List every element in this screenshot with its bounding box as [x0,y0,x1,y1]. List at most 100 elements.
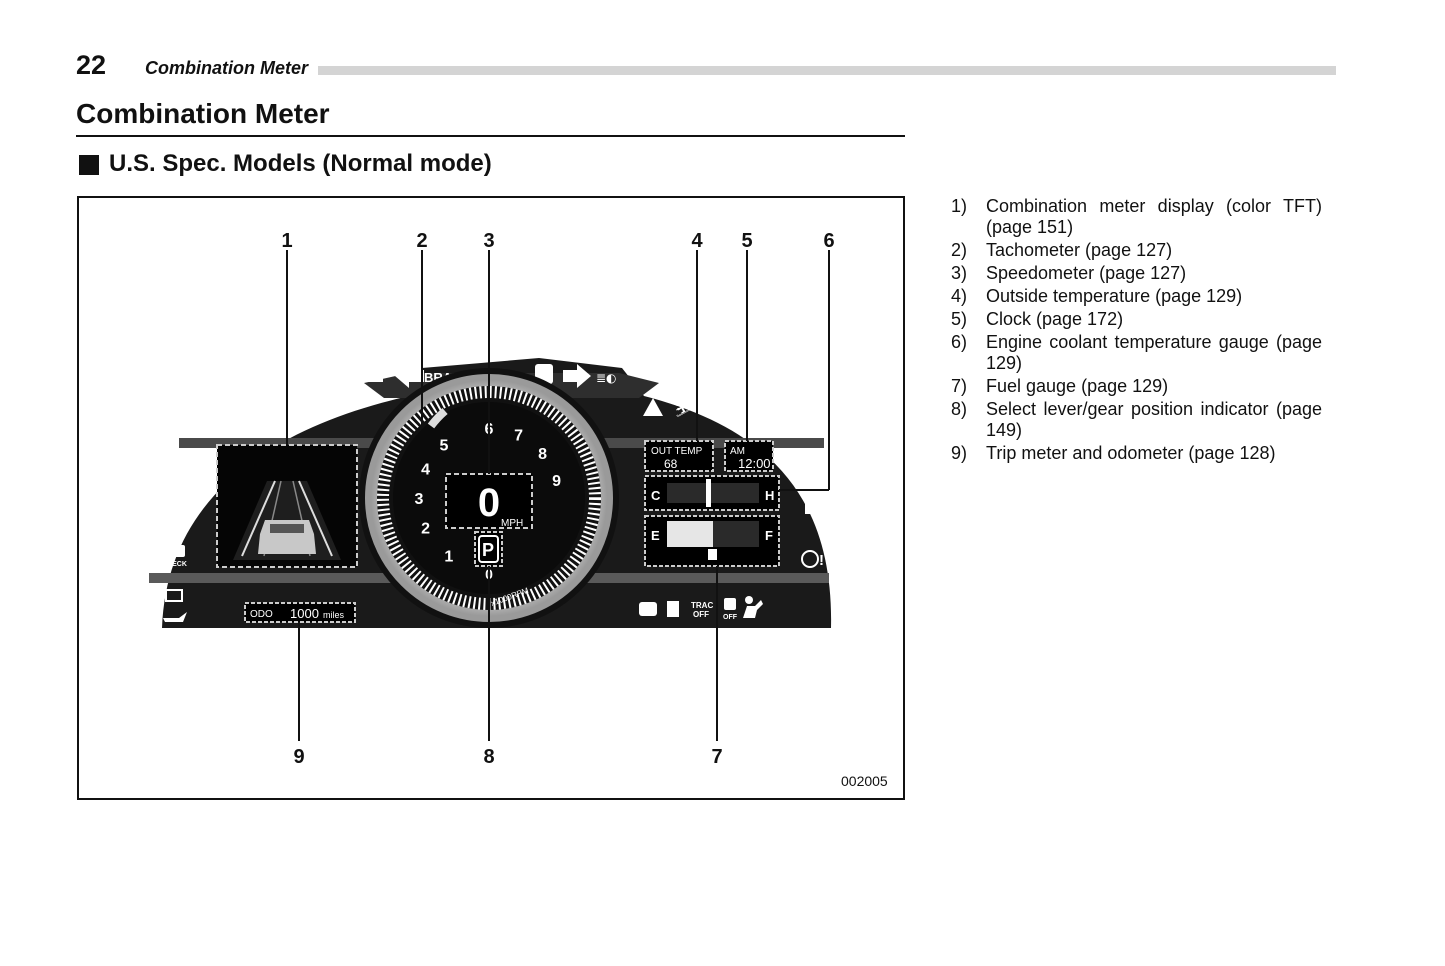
callout-legend: 1)Combination meter display (color TFT) … [951,196,1322,466]
clock-time: 12:00 [738,456,771,471]
callout-1: 1 [281,230,292,252]
clock-box [724,440,774,472]
legend-item-number: 5) [951,309,968,329]
oil-pressure-icon [163,612,187,622]
fuel-pump-icon [708,549,717,560]
legend-item: 3) Speedometer (page 127) [951,263,1322,284]
tach-numeral: 1 [444,548,453,565]
callout-9: 9 [293,746,304,768]
speed-value: 0 [478,481,500,525]
tft-display [216,444,358,568]
callout-4: 4 [691,230,703,252]
tach-numeral: 2 [421,521,430,538]
combination-meter-figure: BRAKE ≣◐ ⛷ ABS CHECK [77,196,905,800]
callout-5: 5 [741,230,752,252]
legend-item-text: Engine coolant temperature gauge (page 1… [986,332,1322,373]
outside-temp-value: 68 [664,457,678,471]
callout-leader-lines [286,250,830,741]
callout-numbers: 1 2 3 4 5 6 7 8 9 [281,230,834,768]
legend-item-text: Speedometer (page 127) [986,263,1187,283]
legend-item-text: Clock (page 172) [986,309,1124,329]
section-title: Combination Meter [76,98,330,129]
abs-warning-label: ABS [163,495,193,511]
check-engine-icon [165,545,185,557]
odometer-unit: miles [323,610,345,620]
fuel-level-fill [667,521,713,547]
power-steering-icon [801,550,819,568]
legend-item-text: Select lever/gear position indicator (pa… [986,399,1322,440]
legend-item: 7) Fuel gauge (page 129) [951,376,1322,397]
tach-numeral: 5 [440,437,449,454]
legend-item: 8) Select lever/gear position indicator (… [951,399,1322,441]
legend-item-number: 8) [951,399,968,419]
left-turn-signal-icon [395,364,424,388]
vsc-off-icon [724,598,736,610]
legend-item-number: 6) [951,332,968,352]
running-header-title: Combination Meter [145,58,309,78]
legend-item-number: 4) [951,286,968,306]
coolant-temp-icon [805,500,819,514]
callout-6: 6 [823,230,834,252]
headlight-icon [363,370,383,382]
legend-item: 5) Clock (page 172) [951,309,1322,330]
legend-item: 2) Tachometer (page 127) [951,240,1322,261]
tach-numeral: 7 [514,428,523,445]
airbag-icon [745,596,753,604]
legend-item: 1)Combination meter display (color TFT) … [951,196,1322,238]
legend-item-number: 7) [951,376,968,396]
speedometer-readout: 0 MPH [445,473,533,529]
section-rule [76,135,905,137]
subsection-bullet [79,155,99,175]
fuel-low-icon [667,601,679,617]
outside-temp-label: OUT TEMP [651,446,703,457]
header-rule [318,66,1336,75]
security-icon [639,602,657,616]
combination-meter-illustration: BRAKE ≣◐ ⛷ ABS CHECK [149,230,888,789]
odometer-value: 1000 [290,606,319,621]
power-steering-exclamation: ! [819,552,824,569]
bottom-indicators: TRAC OFF OFF [639,596,763,621]
callout-2: 2 [416,230,427,252]
battery-icon [165,589,183,602]
clock-ampm: AM [730,446,745,457]
position-lights-icon: ≣◐ [596,371,617,385]
callout-8: 8 [483,746,494,768]
fuel-empty-label: E [651,528,660,543]
coolant-cold-label: C [651,488,661,503]
odometer-label: ODO [250,609,273,620]
check-engine-label: CHECK [162,561,187,568]
gear-letter: P [482,540,494,560]
vsc-off-label: OFF [723,614,738,621]
legend-item: 4) Outside temperature (page 129) [951,286,1322,307]
left-indicators: ABS CHECK [162,495,193,622]
trac-off-label-bottom: OFF [693,610,709,619]
legend-item-number: 9) [951,443,968,463]
trac-off-label-top: TRAC [691,601,713,610]
tach-numeral: 8 [538,446,547,463]
legend-item-text: Trip meter and odometer (page 128) [986,443,1276,463]
legend-item-text: Outside temperature (page 129) [986,286,1243,306]
speed-unit: MPH [501,518,523,529]
warning-triangle-icon [643,398,663,416]
legend-item: 9) Trip meter and odometer (page 128) [951,443,1322,464]
coolant-needle [706,479,711,507]
legend-item-text: Tachometer (page 127) [986,240,1173,260]
subsection-title: U.S. Spec. Models (Normal mode) [109,150,492,177]
callout-7: 7 [711,746,722,768]
legend-item-number: 2) [951,240,968,260]
tach-numeral: 9 [552,473,561,490]
outside-temp-box [644,440,714,472]
fuel-full-label: F [765,528,773,543]
odometer: ODO 1000 miles [244,602,356,623]
callout-3: 3 [483,230,494,252]
tach-numeral: 4 [421,461,430,478]
legend-item-text: Combination meter display (color TFT) (p… [986,196,1322,237]
gear-position-indicator: P [474,531,503,567]
legend-item-text: Fuel gauge (page 129) [986,376,1169,396]
seatbelt-icon: ⛷ [673,399,693,418]
right-turn-signal-icon [563,364,591,388]
coolant-hot-label: H [765,488,774,503]
legend-item: 6) Engine coolant temperature gauge (page… [951,332,1322,374]
legend-item-number: 3) [951,263,968,283]
figure-id: 002005 [841,773,888,789]
